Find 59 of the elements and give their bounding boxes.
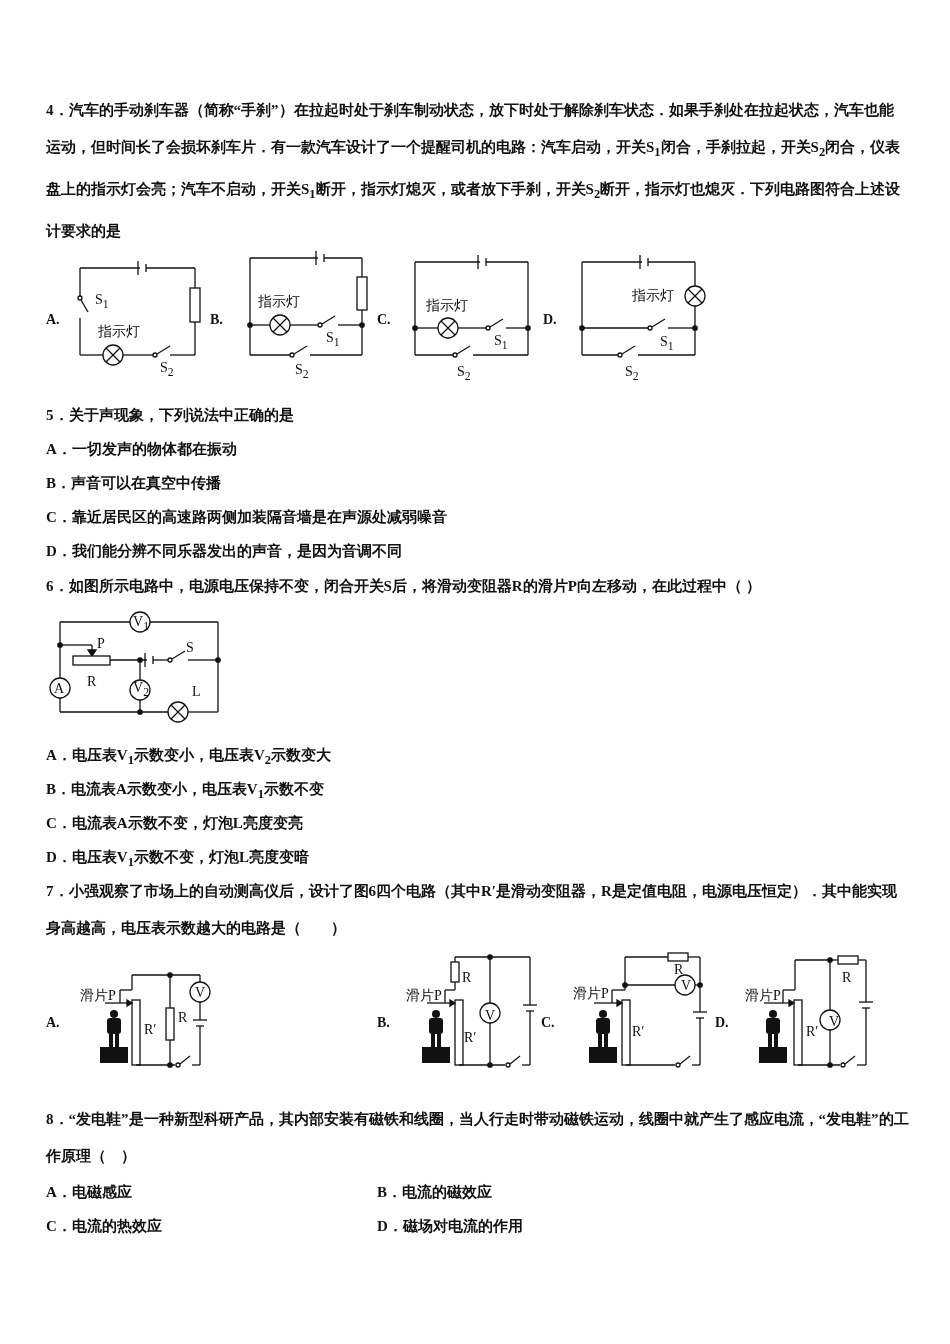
option-letter: A. <box>46 312 60 328</box>
component-label: 滑片P <box>80 988 116 1004</box>
component-label: P <box>97 636 105 652</box>
component-label: 滑片P <box>406 988 442 1004</box>
meter-letter: V$_{2}$ <box>133 680 149 701</box>
component-label: S$_{2}$ <box>160 360 174 381</box>
component-label: L <box>192 684 201 700</box>
option-text: A．电磁感应 <box>46 1183 132 1202</box>
question-text: 8．“发电鞋”是一种新型科研产品，其内部安装有磁铁和线圈，当人行走时带动磁铁运动，线圈中就产生了感应电流，“发电鞋”的工作原理（ ） <box>46 1110 910 1166</box>
option-letter: D. <box>543 312 557 328</box>
component-label: R <box>87 674 97 690</box>
component-label: S$_{2}$ <box>295 362 309 383</box>
component-label: 滑片P <box>573 986 609 1002</box>
option-text: B．声音可以在真空中传播 <box>46 474 222 493</box>
component-label: S$_{1}$ <box>95 292 109 313</box>
question-text: 4．汽车的手动刹车器（简称“手刹”）在拉起时处于刹车制动状态，放下时处于解除刹车状态．如果手刹处在拉起状态，汽车也能运动，但时间长了会损坏刹车片．有一款汽车设计了一个提醒司机的电路：汽车启动，开关S$_{1}$闭合，手刹拉起，开关S$_{2}$闭合，仪表盘上的指示灯会亮；汽车不启动，开关S$_{1}$断开，指示灯熄灭，或者放下手刹，开关S$_{2}$断开，指示灯也熄灭．下列电路图符合上述设计要求的是 <box>46 101 902 241</box>
component-label: S$_{1}$ <box>494 333 508 354</box>
option-letter: D. <box>715 1015 729 1031</box>
meter-letter: V <box>681 978 692 994</box>
question-text: 6．如图所示电路中，电源电压保持不变，闭合开关S后，将滑动变阻器R的滑片P向左移动，在此过程中（ ） <box>46 577 762 596</box>
option-text: C．电流的热效应 <box>46 1217 162 1236</box>
option-letter: A. <box>46 1015 60 1031</box>
option-text: B．电流的磁效应 <box>377 1183 492 1202</box>
component-label: 指示灯 <box>98 324 140 340</box>
component-label: S$_{2}$ <box>457 364 471 385</box>
option-letter: C. <box>377 312 391 328</box>
option-text: B．电流表A示数变小，电压表V$_{1}$示数不变 <box>46 780 325 803</box>
option-letter: B. <box>377 1015 390 1031</box>
option-text: D．电压表V$_{1}$示数不变，灯泡L亮度变暗 <box>46 848 310 871</box>
option-text: C．电流表A示数不变，灯泡L亮度变亮 <box>46 814 304 833</box>
component-label: S <box>186 640 194 656</box>
meter-letter: V <box>829 1014 840 1030</box>
component-label: S$_{1}$ <box>660 334 674 355</box>
meter-letter: A <box>54 681 65 697</box>
component-label: S$_{1}$ <box>326 330 340 351</box>
component-label: R′ <box>144 1022 157 1038</box>
option-text: C．靠近居民区的高速路两侧加装隔音墙是在声源处减弱噪音 <box>46 508 448 527</box>
component-label: R′ <box>806 1024 819 1040</box>
option-letter: B. <box>210 312 223 328</box>
component-label: 指示灯 <box>426 298 468 314</box>
question-text: 7．小强观察了市场上的自动测高仪后，设计了图6四个电路（其中R′是滑动变阻器，R是定值电阻，电源电压恒定）．其中能实现身高越高，电压表示数越大的电路是（ ） <box>46 882 898 938</box>
option-text: A．一切发声的物体都在振动 <box>46 440 238 459</box>
component-label: 指示灯 <box>258 294 300 310</box>
component-label: S$_{2}$ <box>625 364 639 385</box>
option-letter: C. <box>541 1015 555 1031</box>
component-label: R <box>674 962 684 978</box>
option-text: A．电压表V$_{1}$示数变小，电压表V$_{2}$示数变大 <box>46 746 332 769</box>
component-label: R <box>462 970 472 986</box>
meter-letter: V <box>485 1008 496 1024</box>
option-text: D．我们能分辨不同乐器发出的声音，是因为音调不同 <box>46 542 403 561</box>
question-text: 5．关于声现象，下列说法中正确的是 <box>46 406 295 425</box>
component-label: R′ <box>464 1030 477 1046</box>
component-label: R′ <box>632 1024 645 1040</box>
component-label: 滑片P <box>745 988 781 1004</box>
component-label: R <box>178 1010 188 1026</box>
component-label: 指示灯 <box>632 288 674 304</box>
option-text: D．磁场对电流的作用 <box>377 1217 523 1236</box>
meter-letter: V <box>195 985 206 1001</box>
component-label: R <box>842 970 852 986</box>
